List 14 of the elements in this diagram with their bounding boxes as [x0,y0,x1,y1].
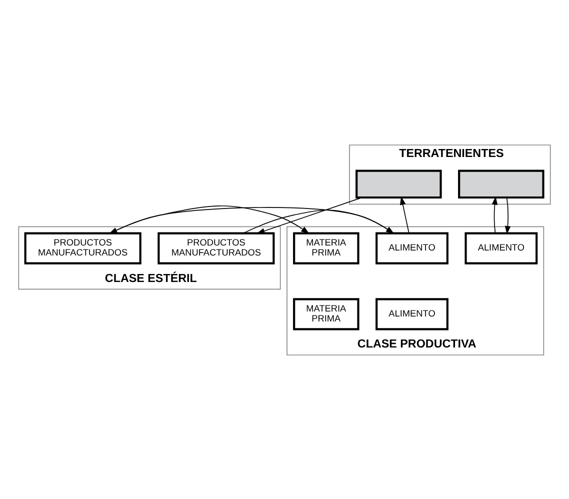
node-box: ALIMENTO [376,298,448,330]
arrow [504,196,511,234]
node-box [458,169,544,198]
arrow [400,196,410,234]
node-box: ALIMENTO [464,232,538,264]
node-box: PRODUCTOS MANUFACTURADOS [24,232,142,264]
node-box: MATERIA PRIMA [293,232,360,264]
node-box [356,169,442,198]
arrow [492,196,498,234]
arrow [256,196,362,234]
arrow [110,205,310,234]
node-box: MATERIA PRIMA [293,298,360,330]
node-box: ALIMENTO [376,232,448,264]
node-box: PRODUCTOS MANUFACTURADOS [158,232,275,264]
